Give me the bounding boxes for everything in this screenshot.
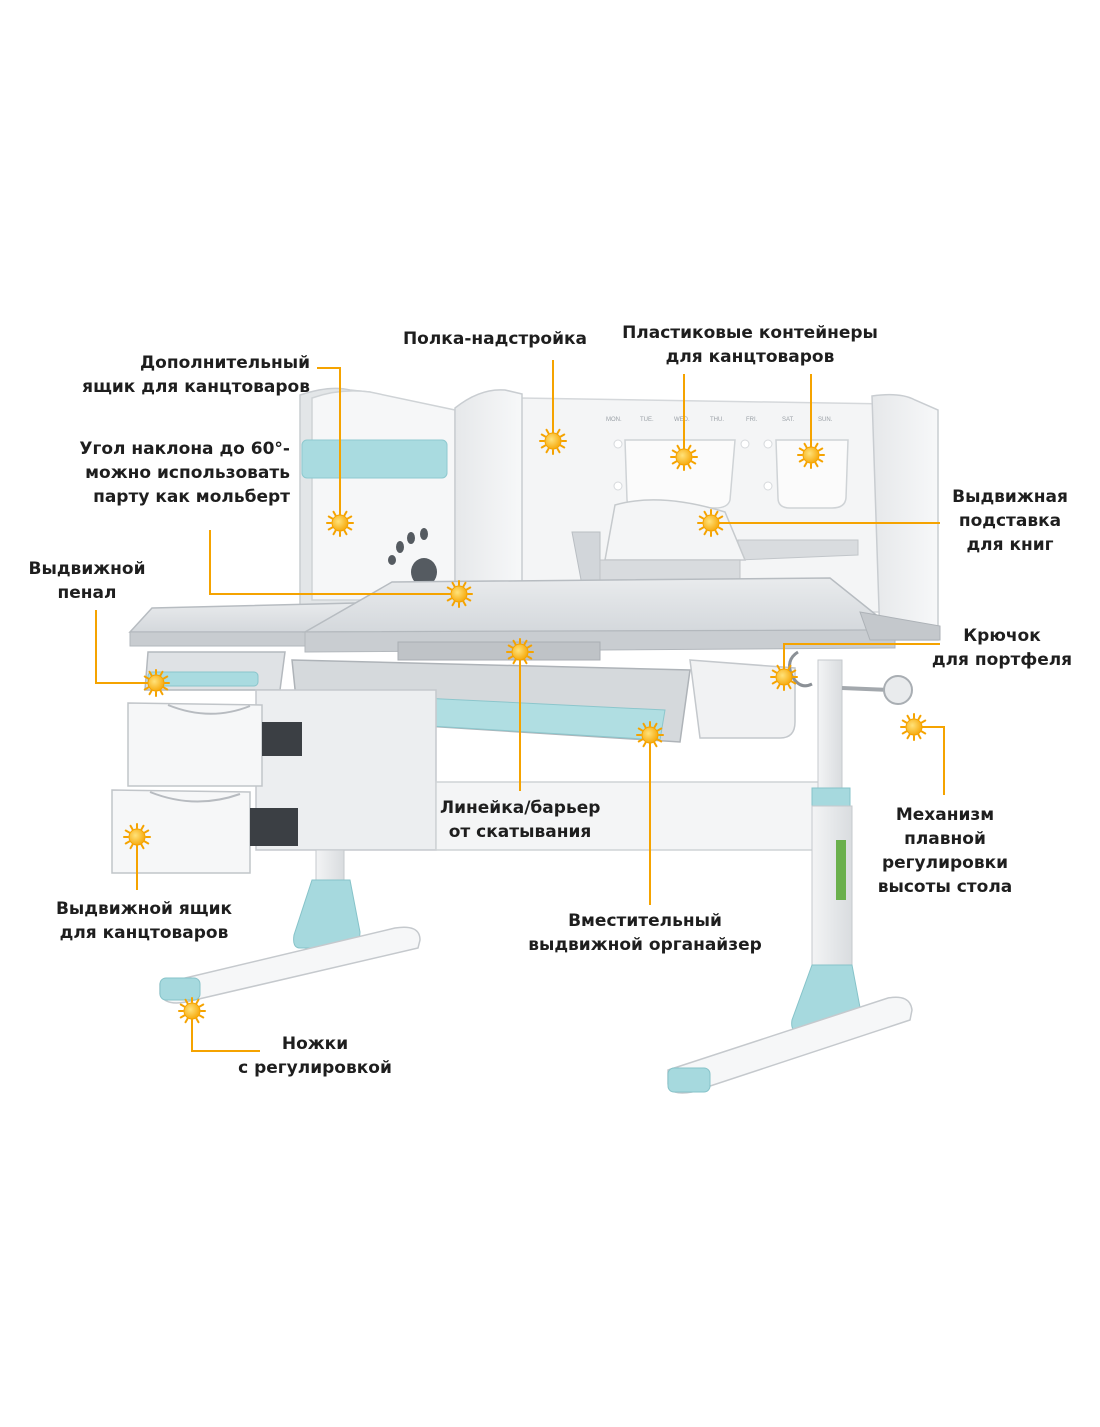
desk: MON. TUE. WED. THU. FRI. SAT. SUN. [111, 387, 941, 1094]
sun-marker-icon [670, 443, 698, 471]
leg-left-mint [293, 879, 361, 949]
label-extra-drawer: Дополнительный ящик для канцтоваров [82, 353, 310, 397]
drawer-top [127, 702, 263, 787]
label-adjustable-feet: Ножки с регулировкой [238, 1034, 392, 1078]
sun-marker-icon [326, 509, 354, 537]
label-ruler-barrier: Линейка/барьер от скатывания [440, 798, 601, 842]
sun-marker-icon [797, 441, 825, 469]
crank-handle [841, 686, 891, 692]
sun-marker-icon [445, 580, 473, 608]
sun-marker-icon [770, 663, 798, 691]
label-book-stand: Выдвижная подставка для книг [952, 487, 1068, 555]
board-day: SAT. [782, 417, 795, 423]
board-day: WED. [674, 417, 690, 423]
label-side-drawer: Выдвижной ящик для канцтоваров [55, 899, 233, 943]
board-day: SUN. [818, 417, 833, 423]
board-day: TUE. [640, 417, 654, 423]
hutch-mint-strip [301, 439, 448, 479]
desktop-right [302, 577, 898, 633]
sun-marker-icon [142, 669, 170, 697]
drawer-bottom [111, 789, 251, 874]
height-scale [836, 840, 846, 900]
leader-extra-drawer [317, 367, 341, 523]
hutch-right-wall [871, 393, 939, 641]
sun-marker-icon [506, 638, 534, 666]
label-plastic-containers: Пластиковые контейнеры для канцтоваров [622, 323, 878, 367]
sun-marker-icon [178, 997, 206, 1025]
desk-ledge [859, 611, 941, 641]
foot-left-cap [159, 977, 201, 1001]
board-day: FRI. [746, 417, 758, 423]
drawer-bottom-handle [149, 791, 241, 803]
ruler-barrier [397, 641, 601, 661]
label-pencil-case: Выдвижной пенал [28, 559, 146, 603]
drawer-rail-top [262, 722, 302, 756]
label-top-shelf: Полка-надстройка [402, 329, 588, 349]
label-organizer: Вместительный выдвижной органайзер [528, 911, 762, 955]
sun-marker-icon [636, 721, 664, 749]
drawer-rail-bottom [250, 808, 298, 846]
board-days: MON. TUE. WED. THU. FRI. SAT. SUN. [606, 417, 833, 423]
leg-right-column [817, 659, 843, 791]
sun-marker-icon [697, 509, 725, 537]
sun-marker-icon [900, 713, 928, 741]
organizer-side-box [689, 659, 796, 739]
label-bag-hook: Крючок для портфеля [931, 626, 1073, 670]
hutch-divider [454, 389, 523, 601]
paw-print-decor [388, 528, 437, 586]
board-day: THU. [710, 417, 724, 423]
leader-mechanism [914, 726, 945, 795]
leg-right-mint-collar [811, 787, 851, 807]
board-day: MON. [606, 417, 622, 423]
sun-marker-icon [539, 427, 567, 455]
drawer-top-handle [167, 704, 251, 715]
container-right [775, 439, 849, 509]
sun-marker-icon [123, 823, 151, 851]
label-tilt-angle: Угол наклона до 60°- можно использовать … [79, 439, 290, 507]
label-height-mechanism: Механизм плавной регулировки высоты стол… [877, 805, 1013, 897]
leader-pencil-case [95, 610, 156, 684]
desk-crossbar [435, 781, 823, 851]
leader-tilt [209, 530, 459, 595]
crank-knob [883, 675, 913, 705]
foot-right-cap [667, 1067, 711, 1093]
